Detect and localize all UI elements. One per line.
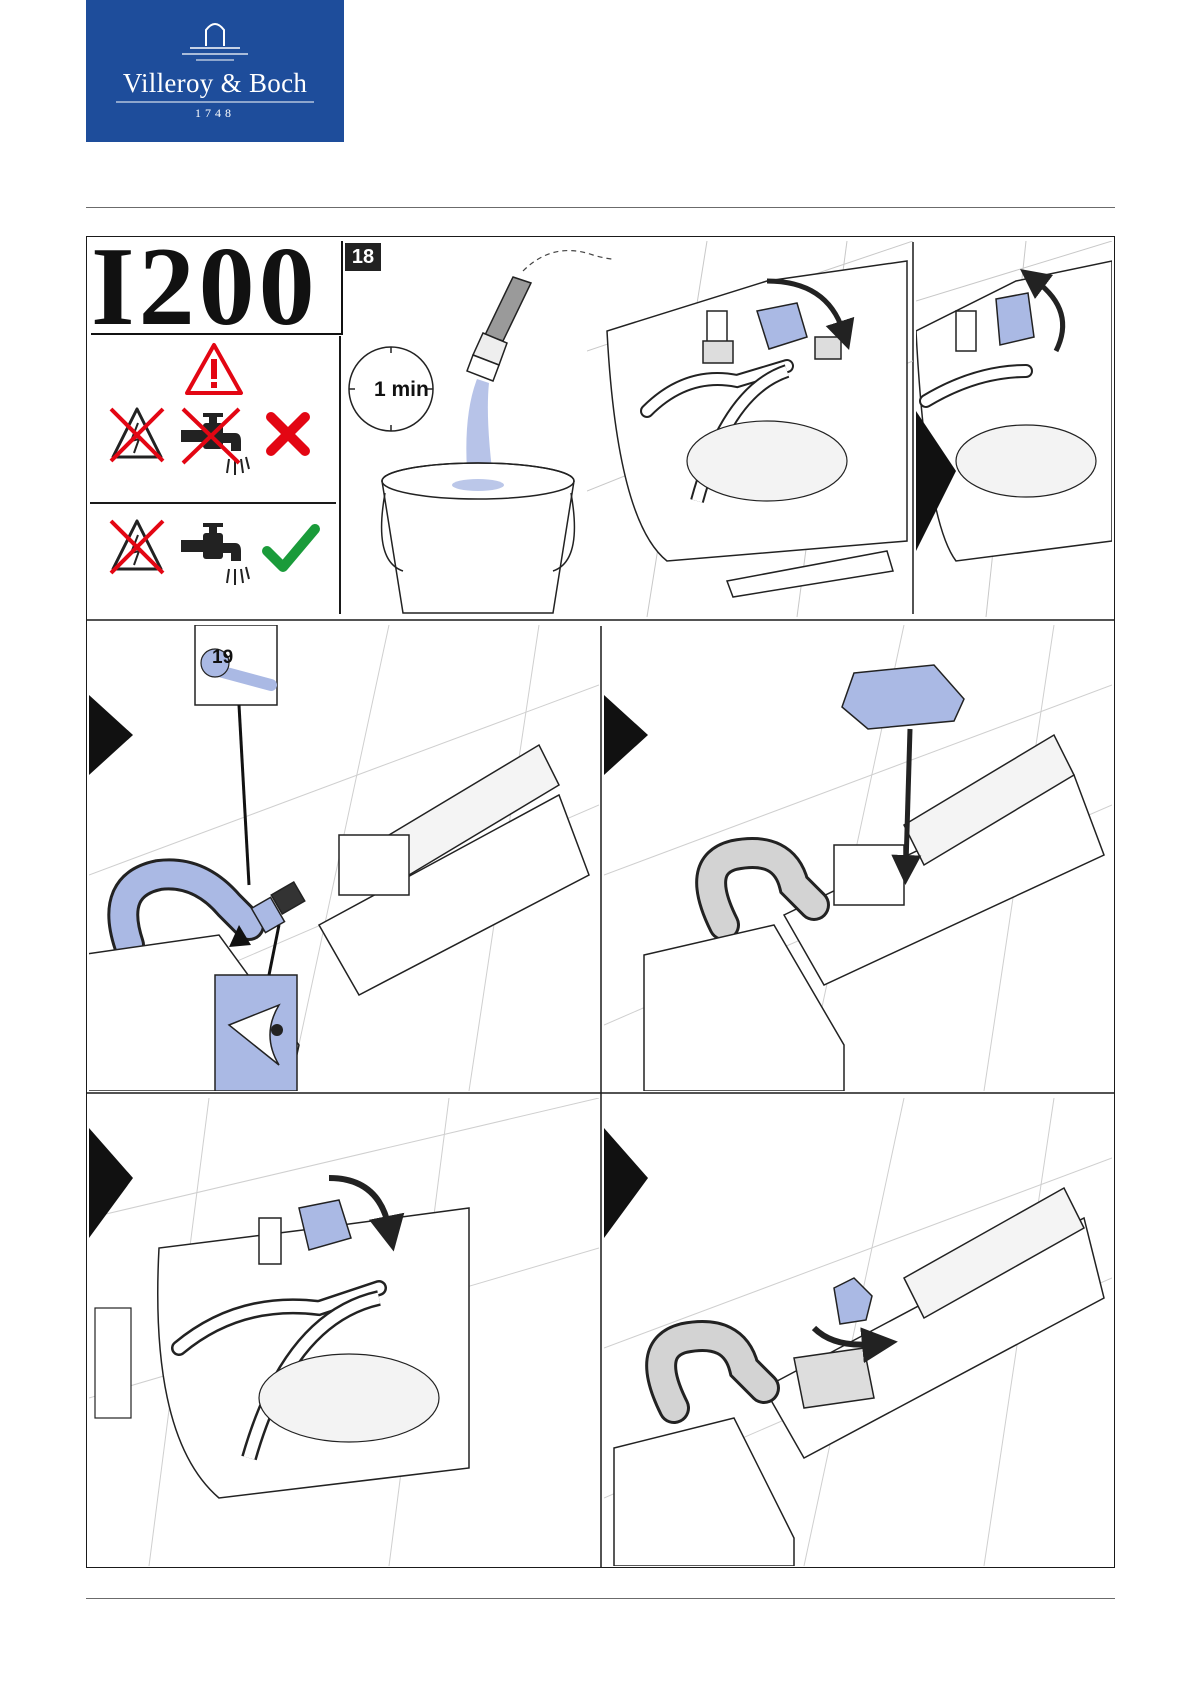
brand-name: Villeroy & Boch bbox=[86, 68, 344, 99]
panel-disconnect-hose bbox=[89, 625, 599, 1091]
wrench-icon bbox=[195, 625, 277, 705]
no-water-tap-icon bbox=[181, 409, 249, 475]
green-check-icon bbox=[267, 529, 315, 567]
footer-divider bbox=[86, 1598, 1115, 1599]
no-electricity-icon bbox=[111, 521, 163, 573]
timer-label: 1 min bbox=[374, 378, 429, 402]
panel-valve-open bbox=[916, 241, 1112, 617]
warning-triangle-icon bbox=[187, 345, 241, 393]
fountain-emblem-icon bbox=[86, 0, 344, 70]
flush-hose-bucket-illustration bbox=[343, 241, 613, 617]
brand-year: 1748 bbox=[86, 106, 344, 121]
cover-cap bbox=[842, 665, 964, 729]
safety-warnings bbox=[91, 337, 341, 507]
panel-valve-close-again bbox=[89, 1098, 599, 1566]
no-electricity-icon bbox=[111, 409, 163, 461]
panel-fit-cap bbox=[604, 625, 1112, 1091]
inspect-eye-icon bbox=[215, 975, 297, 1091]
header-divider bbox=[86, 207, 1115, 208]
panel-valve-close bbox=[587, 241, 913, 617]
model-title: I200 bbox=[91, 241, 343, 335]
safety-correct bbox=[91, 507, 341, 617]
panel-turn-knob bbox=[604, 1098, 1112, 1566]
instruction-frame: I200 18 bbox=[86, 236, 1115, 1568]
red-cross-icon bbox=[271, 417, 305, 451]
water-tap-icon bbox=[181, 523, 249, 585]
wrench-size-label: 19 bbox=[212, 647, 233, 669]
hose-nozzle bbox=[467, 277, 531, 381]
bucket-icon bbox=[382, 463, 575, 613]
brand-logo: Villeroy & Boch 1748 bbox=[86, 0, 344, 142]
valve-knob bbox=[834, 1278, 872, 1324]
